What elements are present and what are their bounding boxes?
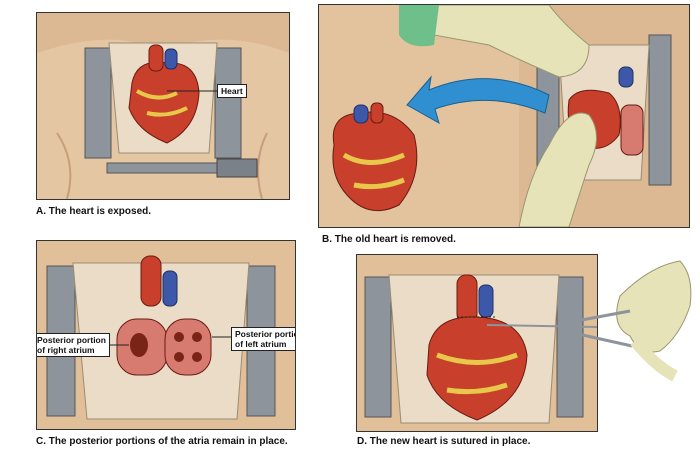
caption-b: B. The old heart is removed. bbox=[322, 234, 456, 245]
retractor-right bbox=[214, 47, 242, 159]
panel-b-illustration bbox=[319, 5, 689, 227]
panel-a-heart-exposed: Heart bbox=[36, 12, 290, 200]
caption-a: A. The heart is exposed. bbox=[36, 206, 152, 217]
panel-d-new-heart-sutured bbox=[356, 254, 598, 432]
panel-a-illustration bbox=[37, 13, 289, 199]
atria-remnants bbox=[116, 318, 212, 376]
surgeon-hand-forceps bbox=[560, 260, 692, 382]
caption-c: C. The posterior portions of the atria r… bbox=[36, 436, 288, 447]
panel-c-atria-remain: Posterior portion of right atrium Poster… bbox=[36, 240, 296, 430]
left-atrium-label: Posterior portion of left atrium bbox=[231, 327, 295, 351]
heart-illustration bbox=[128, 44, 200, 144]
right-atrium-label: Posterior portion of right atrium bbox=[37, 333, 110, 357]
removed-heart bbox=[332, 102, 418, 212]
new-heart bbox=[426, 274, 528, 421]
panel-b-old-heart-removed bbox=[318, 4, 690, 228]
removal-arrow bbox=[406, 75, 550, 125]
heart-label: Heart bbox=[217, 84, 247, 98]
caption-d: D. The new heart is sutured in place. bbox=[357, 436, 531, 447]
panel-d-illustration bbox=[357, 255, 597, 431]
retractor-left bbox=[84, 47, 112, 159]
